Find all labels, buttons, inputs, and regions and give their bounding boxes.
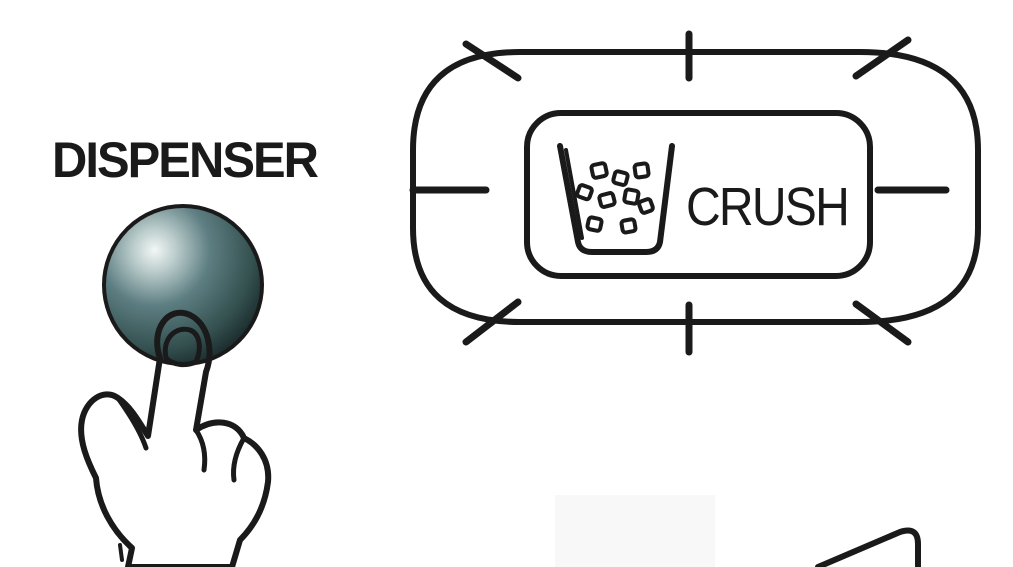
- mode-indicator-box: [524, 110, 873, 279]
- tick-bottom-left: [462, 298, 522, 346]
- display-panel: [409, 30, 981, 356]
- tick-top-right: [852, 36, 912, 80]
- crush-mode-label: CRUSH: [686, 177, 848, 237]
- dispenser-button[interactable]: [102, 204, 264, 366]
- hand-pointer-icon: [78, 309, 272, 567]
- tick-top-left: [462, 40, 522, 82]
- crushed-ice-cup-icon: [557, 143, 675, 255]
- partial-panel-corner: [555, 495, 921, 567]
- tick-bottom-right: [852, 300, 912, 346]
- dispenser-label: DISPENSER: [52, 132, 319, 188]
